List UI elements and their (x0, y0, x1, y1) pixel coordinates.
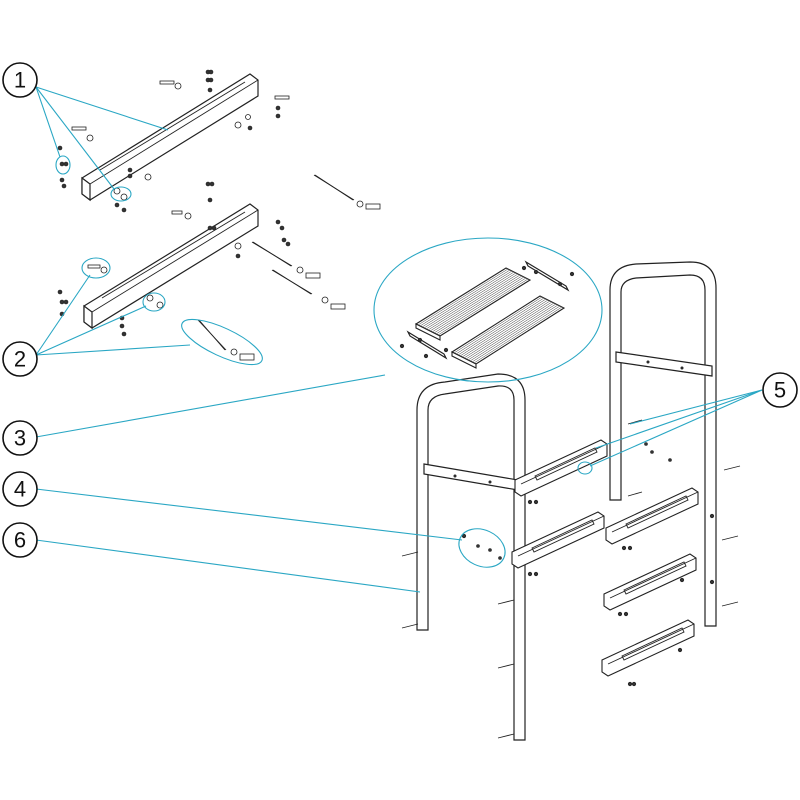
tread-grid-line (461, 300, 551, 358)
step-1 (514, 439, 608, 497)
leader-5-c (589, 389, 763, 467)
tread-grid-line (423, 271, 515, 329)
tread-grid-line (437, 278, 529, 336)
callout-2-label: 2 (14, 347, 26, 372)
ladder-front-rail (416, 373, 526, 741)
leader-1-a (35, 86, 169, 131)
highlight-ellipse-2b (142, 292, 166, 312)
leader-3 (35, 374, 386, 438)
step-2 (511, 511, 605, 569)
tread-grid-line (425, 272, 517, 330)
callout-4: 4 (2, 471, 38, 507)
callout-6-label: 6 (14, 528, 26, 553)
tread-grid-line (465, 302, 555, 360)
callout-4-label: 4 (14, 477, 26, 502)
tread-set (399, 260, 575, 369)
anchor-rods (197, 174, 381, 361)
highlight-ellipse-3 (373, 237, 603, 383)
callout-3: 3 (2, 420, 38, 456)
highlight-ellipse-1b (110, 186, 132, 202)
step-5 (601, 619, 695, 677)
tread-grid-line (469, 304, 559, 362)
tread-grid-line (429, 274, 521, 332)
tread-grid-line (459, 299, 549, 357)
tread-grid-line (463, 301, 553, 359)
leader-5-b (595, 389, 763, 449)
tread-grid-line (433, 276, 525, 334)
highlight-ellipse-2c (181, 318, 263, 366)
leader-2-c (35, 344, 191, 356)
callout-6: 6 (2, 522, 38, 558)
leader-1-c (35, 86, 115, 190)
small-parts-cluster (461, 533, 502, 560)
ladder-steps (511, 439, 699, 677)
callout-2: 2 (2, 341, 38, 377)
rail-bolts (401, 419, 741, 739)
leader-4 (35, 488, 463, 541)
tread-grid-line (467, 303, 557, 361)
leader-2-b (35, 305, 147, 356)
lower-channel-fasteners (57, 219, 291, 337)
tread-grid-line (457, 298, 547, 356)
upper-channel-fasteners (57, 69, 290, 220)
step-3 (605, 487, 699, 545)
leader-1-b (35, 86, 61, 158)
tread-grid-line (419, 269, 511, 327)
lower-anchor-channel (83, 203, 259, 330)
leader-5-a (629, 389, 763, 425)
leader-2-a (35, 274, 91, 356)
tread-grid-lines (417, 268, 563, 364)
highlight-ellipse-1a (55, 155, 71, 175)
tread-grid-line (453, 296, 543, 354)
tread-grid-line (471, 305, 561, 363)
tread-grid-line (427, 273, 519, 331)
highlight-ellipse-4 (458, 528, 506, 568)
callout-1: 1 (2, 62, 38, 98)
tread-grid-line (435, 277, 527, 335)
leader-6 (35, 539, 421, 593)
callout-5-label: 5 (774, 378, 786, 403)
tread-grid-line (455, 297, 545, 355)
callout-3-label: 3 (14, 426, 26, 451)
tread-grid-line (473, 306, 563, 364)
highlight-ellipse-5 (577, 461, 593, 475)
callout-1-label: 1 (14, 68, 26, 93)
highlight-ellipse-2a (81, 257, 111, 279)
step-4 (603, 553, 697, 611)
callout-5: 5 (762, 372, 798, 408)
tread-grid-line (417, 268, 509, 326)
upper-anchor-channel (81, 73, 259, 202)
callout-leaders (35, 86, 763, 593)
ladder-back-rail (609, 261, 717, 627)
tread-grid-line (431, 275, 523, 333)
tread-grid-line (421, 270, 513, 328)
